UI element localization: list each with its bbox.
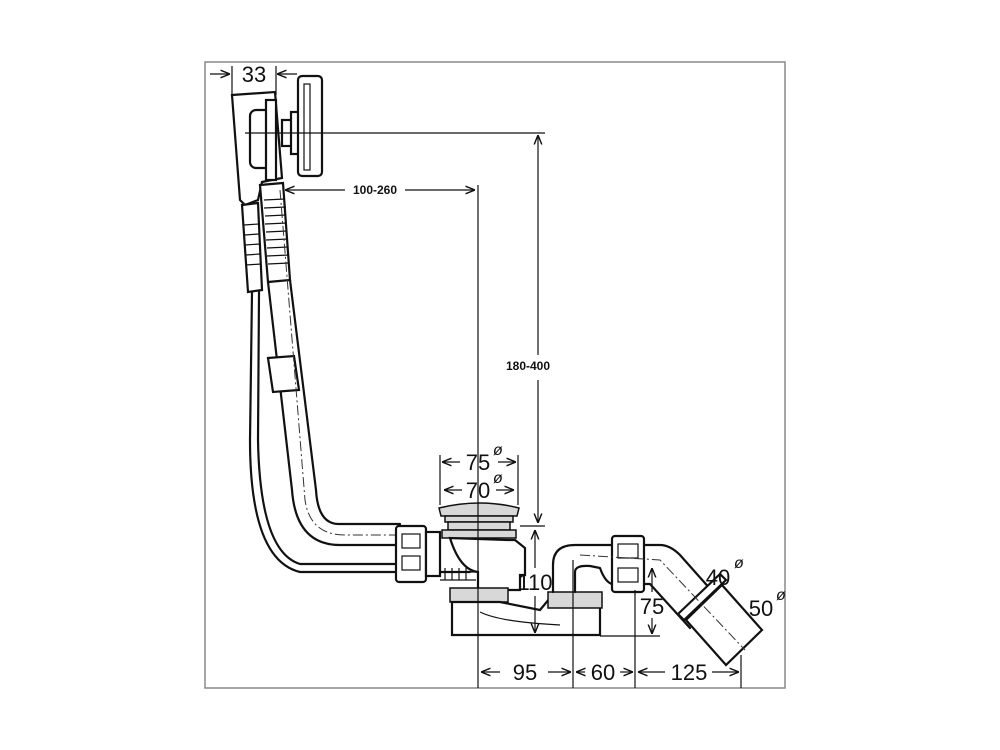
outlet-elbow — [551, 534, 764, 667]
dim-drain-to-trap: 95 — [513, 660, 537, 685]
drain-body — [438, 502, 603, 637]
dim-pipe-inner-symbol: ø — [734, 555, 744, 572]
dim-pipe-outer-symbol: ø — [776, 587, 786, 604]
dim-pipe-outer: 50 — [749, 596, 773, 621]
dim-plug-outer-symbol: ø — [493, 442, 503, 459]
flex-hose — [240, 181, 292, 294]
dim-trap-to-nut: 60 — [591, 660, 615, 685]
dimension-lines — [210, 66, 742, 688]
dim-overflow-to-drain: 100-260 — [353, 183, 397, 197]
dim-pipe-inner: 40 — [706, 565, 730, 590]
overflow-pipe-sleeve — [266, 354, 301, 394]
overflow-nut — [394, 524, 442, 584]
bowden-cable — [248, 290, 472, 574]
dim-plug-inner: 70 — [466, 478, 490, 503]
dim-plug-outer: 75 — [466, 450, 490, 475]
dim-trap-height: 110 — [517, 570, 552, 595]
dim-outlet-height: 75 — [640, 594, 664, 619]
dim-overflow-depth: 33 — [242, 62, 266, 87]
diagram-frame — [204, 61, 786, 689]
overflow-pipe — [266, 278, 402, 547]
dim-overflow-height: 180-400 — [506, 359, 550, 373]
dim-nut-to-outlet: 125 — [671, 660, 708, 685]
dim-plug-inner-symbol: ø — [493, 470, 503, 487]
